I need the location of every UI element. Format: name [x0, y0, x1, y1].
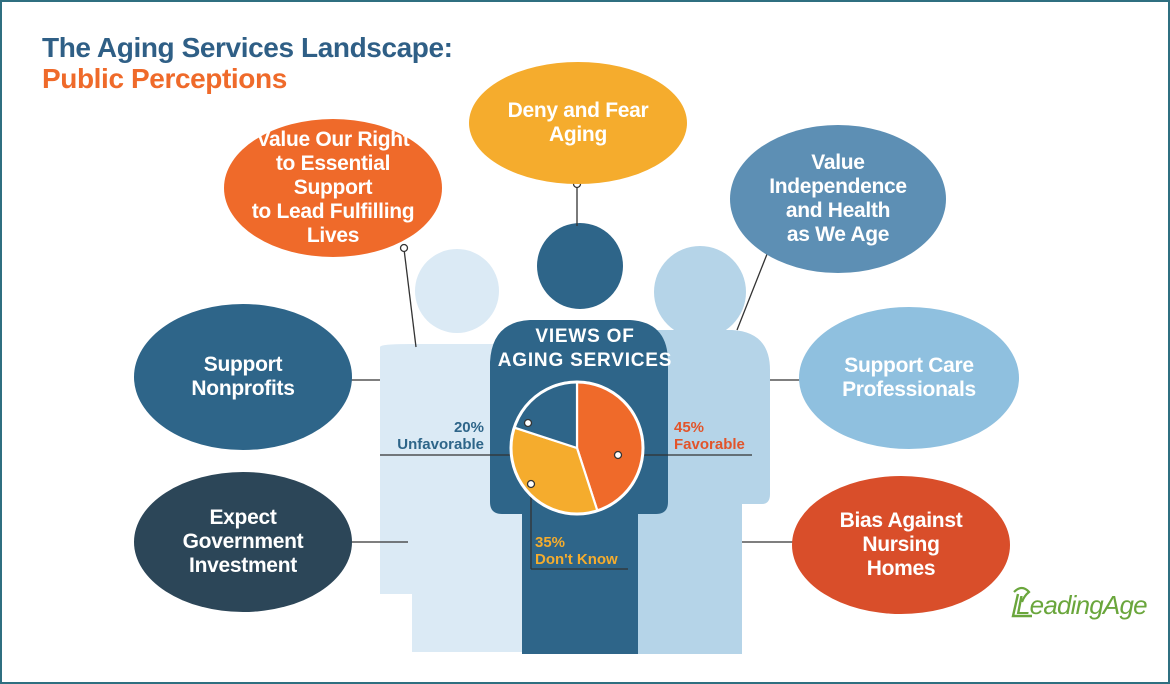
bubble-text-line: Support Care: [844, 354, 974, 377]
label-favorable: 45% Favorable: [674, 419, 764, 453]
bubble-text-line: Bias Against: [839, 509, 963, 532]
favorable-pct: 45%: [674, 419, 705, 436]
bubble-text-line: Expect: [209, 506, 277, 529]
bubble-text-line: Investment: [189, 554, 297, 577]
bubble-text-line: to Lead Fulfilling: [251, 200, 415, 223]
bubble-text-line: Nursing: [862, 533, 940, 556]
views-pie-chart: [509, 380, 645, 516]
bubble-text-line: Independence: [769, 175, 907, 198]
bubble-text-line: and Health: [785, 199, 891, 222]
dont-know-pct: 35%: [535, 534, 566, 551]
leadingage-logo: LeadingAge: [1002, 582, 1152, 626]
bubble-text-line: as We Age: [786, 223, 890, 246]
bubble-text-line: to Essential Support: [275, 152, 391, 199]
label-unfavorable: 20% Unfavorable: [384, 419, 484, 453]
bubble-text-line: Homes: [866, 557, 936, 580]
page-title: The Aging Services Landscape: Public Per…: [42, 32, 453, 94]
bubble-text-line: Lives: [306, 224, 360, 247]
label-dont-know: 35% Don't Know: [535, 534, 635, 568]
leadingage-logo-text: LeadingAge: [1016, 590, 1148, 620]
bubble-text-line: Professionals: [842, 378, 976, 401]
bubble-text-line: Nonprofits: [191, 377, 295, 400]
favorable-text: Favorable: [674, 436, 745, 453]
pie-outline: [509, 380, 645, 516]
center-title-line-2: AGING SERVICES: [497, 350, 673, 371]
unfavorable-text: Unfavorable: [397, 436, 484, 453]
leadingage-logo-mark: [1011, 586, 1032, 618]
title-line-2: Public Perceptions: [42, 63, 287, 94]
center-title-line-1: VIEWS OF: [535, 326, 635, 347]
dont-know-text: Don't Know: [535, 551, 618, 568]
bubble-text-line: Deny and Fear: [507, 99, 649, 122]
bubble-text-line: Value Our Right: [256, 128, 410, 151]
bubble-text-line: Government: [182, 530, 304, 553]
bubble-text-line: Aging: [549, 123, 607, 146]
bubble-text-line: Value: [811, 151, 865, 174]
bubble-text-line: Support: [203, 353, 283, 376]
views-of-aging-services-title: VIEWS OF AGING SERVICES: [490, 325, 680, 373]
title-line-1: The Aging Services Landscape:: [42, 32, 453, 63]
unfavorable-pct: 20%: [453, 419, 484, 436]
left-person-silhouette: [380, 249, 522, 652]
